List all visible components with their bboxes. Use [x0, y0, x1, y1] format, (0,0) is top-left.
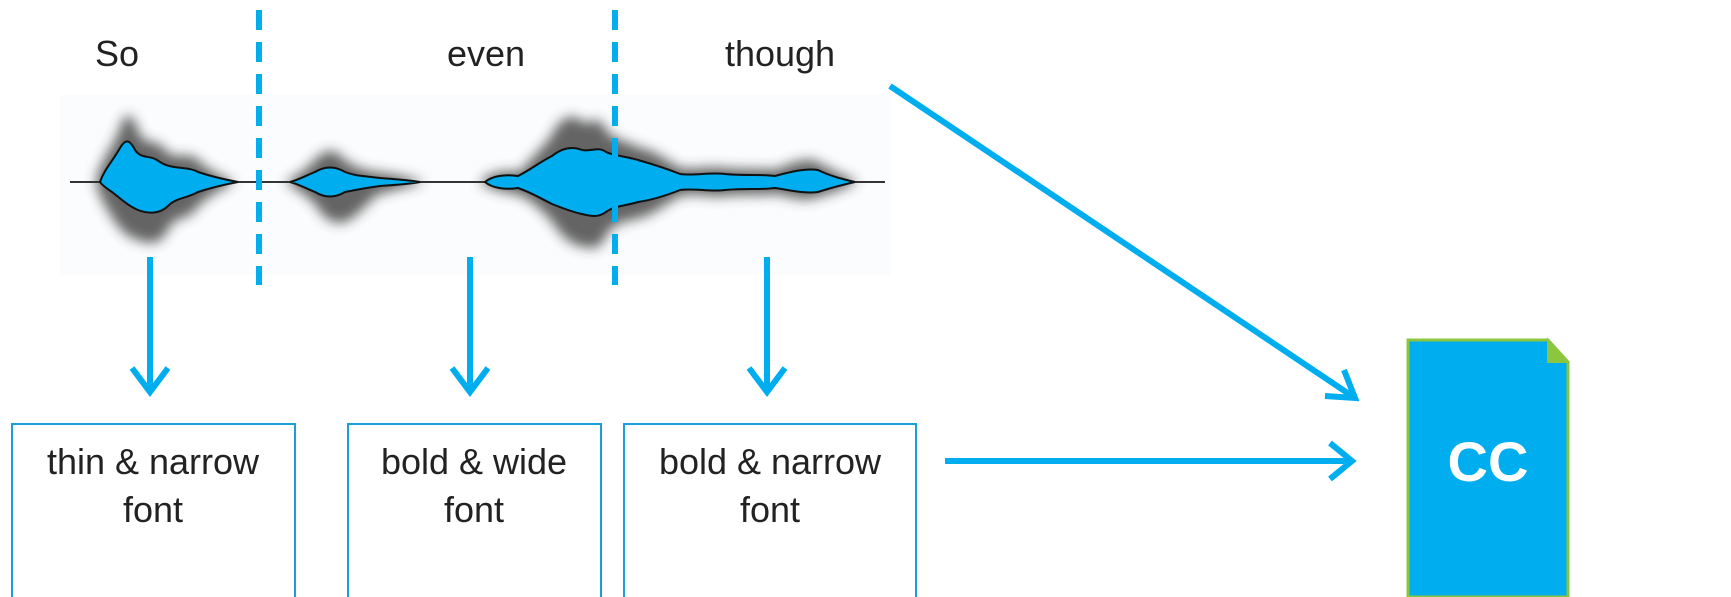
font-box-though: bold & narrow font	[623, 423, 917, 597]
font-box-so: thin & narrow font	[11, 423, 296, 597]
font-box-so-line1: thin & narrow	[47, 441, 260, 482]
font-box-even-line2: font	[444, 489, 504, 530]
waveform-fill	[98, 140, 856, 217]
horizontal-arrow-to-cc	[945, 440, 1357, 482]
font-box-though-line2: font	[740, 489, 800, 530]
cc-label: CC	[1448, 430, 1529, 493]
word-label-so: So	[95, 33, 139, 74]
font-box-even: bold & wide font	[347, 423, 602, 597]
word-label-even: even	[447, 33, 525, 74]
font-box-so-line2: font	[123, 489, 183, 530]
word-label-though: though	[725, 33, 835, 74]
font-box-though-line1: bold & narrow	[659, 441, 882, 482]
font-box-even-line1: bold & wide	[381, 441, 567, 482]
audio-waveform	[70, 115, 885, 249]
down-arrow-though	[746, 257, 788, 397]
down-arrow-so	[129, 257, 171, 397]
down-arrow-even	[449, 257, 491, 397]
closed-caption-file-icon: CC	[1406, 337, 1571, 597]
diagonal-arrow-to-cc	[888, 83, 1360, 402]
